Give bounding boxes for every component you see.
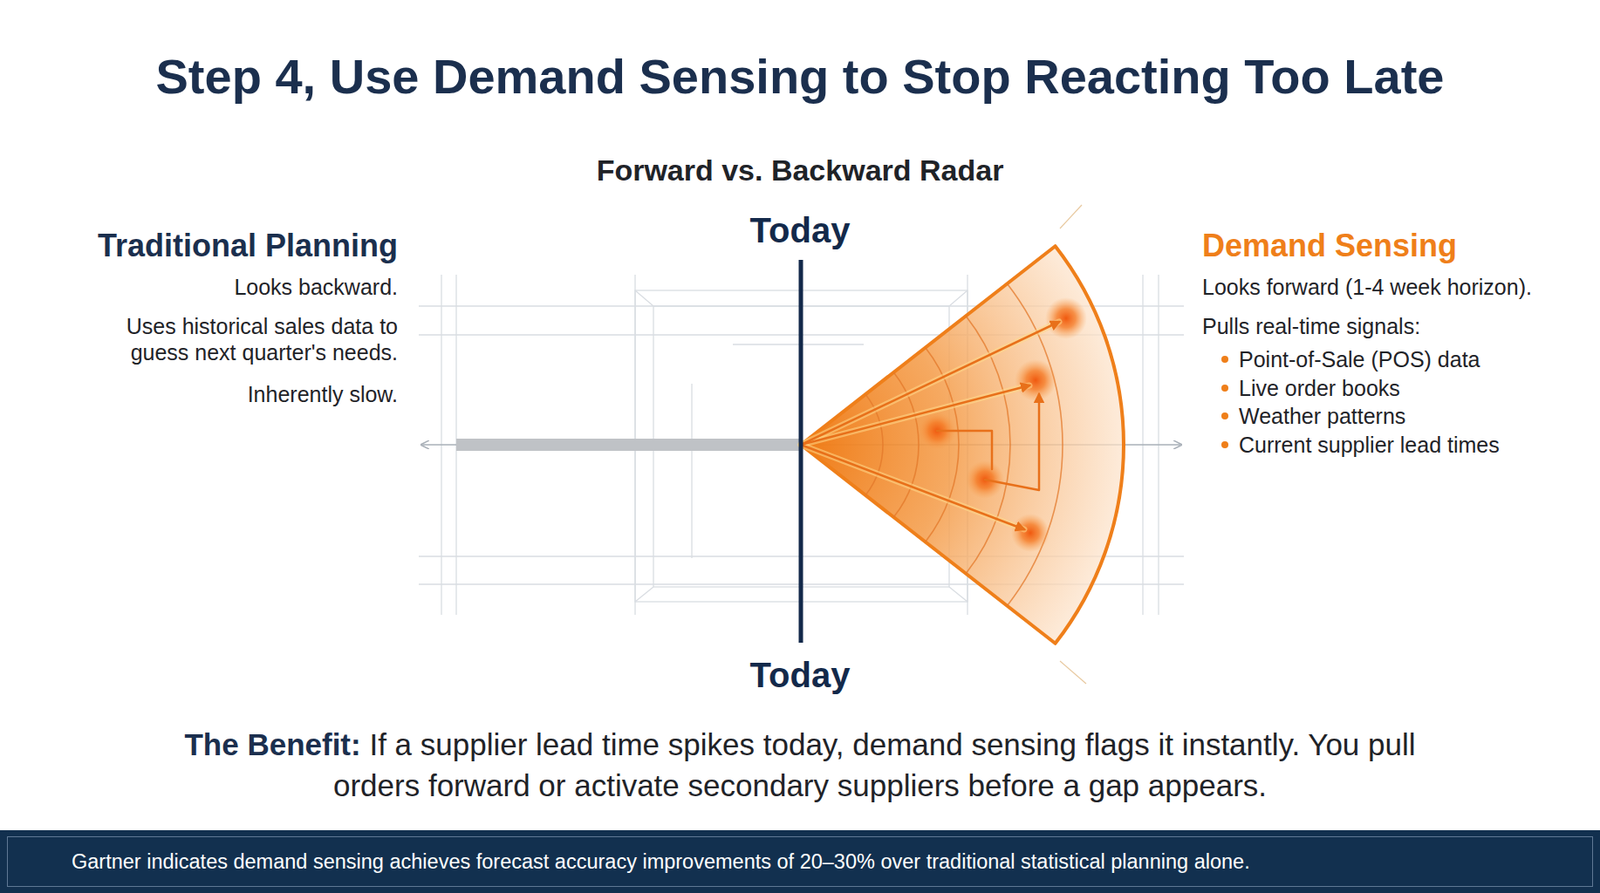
- body-text: Looks backward.: [31, 273, 398, 301]
- footer-band: Gartner indicates demand sensing achieve…: [0, 830, 1600, 893]
- backward-bar: [456, 438, 801, 452]
- radar-extension: [1059, 661, 1087, 684]
- body-text: Looks forward (1-4 week horizon).: [1202, 273, 1595, 301]
- column-heading: Demand Sensing: [1202, 226, 1587, 265]
- radar-extension: [1059, 205, 1082, 229]
- subtitle: Forward vs. Backward Radar: [451, 152, 1149, 189]
- body-text: Inherently slow.: [31, 381, 398, 408]
- title: Step 4, Use Demand Sensing to Stop React…: [14, 47, 1586, 106]
- time-label: Today: [669, 654, 931, 697]
- time-label: Today: [669, 209, 931, 252]
- benefit-paragraph: The Benefit: If a supplier lead time spi…: [154, 724, 1446, 807]
- bullet-item: Weather patterns: [1238, 403, 1588, 430]
- bullet-item: Current supplier lead times: [1238, 431, 1588, 459]
- bullet-dots: [1221, 355, 1229, 449]
- body-text: Uses historical sales data to guess next…: [92, 313, 398, 366]
- radar-wedge: [800, 246, 1124, 644]
- bullet-item: Live order books: [1238, 375, 1588, 402]
- column-heading: Traditional Planning: [31, 226, 398, 265]
- today-line: [799, 259, 804, 643]
- signal-arrows: [800, 321, 1060, 530]
- radar-glows: [917, 297, 1088, 553]
- footnote-text: Gartner indicates demand sensing achieve…: [0, 849, 1600, 875]
- body-text: Pulls real-time signals:: [1202, 313, 1587, 340]
- benefit-text: If a supplier lead time spikes today, de…: [333, 727, 1416, 803]
- bullet-item: Point-of-Sale (POS) data: [1238, 346, 1588, 373]
- benefit-lead: The Benefit:: [184, 727, 361, 762]
